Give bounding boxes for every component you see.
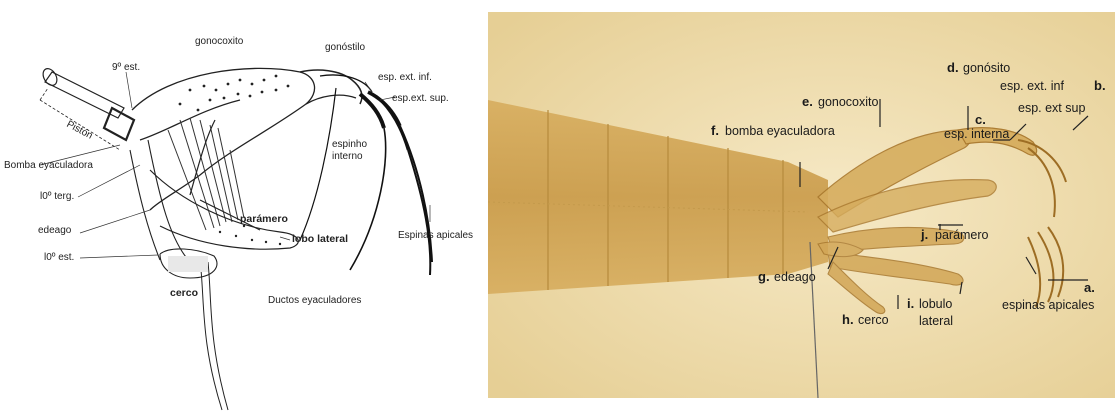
label-piston: Pistón — [65, 119, 95, 142]
label-lobo-lateral: lobo lateral — [292, 233, 348, 245]
label-c-text: esp. interna — [944, 127, 1009, 141]
bristles — [168, 118, 244, 230]
label-i-text-2: lateral — [919, 314, 953, 328]
label-edeago: edeago — [38, 225, 72, 236]
aedeagus-cercus-ducts — [130, 140, 228, 410]
cercus-texture — [168, 256, 208, 272]
paramere-and-lobe — [150, 120, 298, 249]
label-esp-ext-sup-right: esp. ext sup — [1018, 101, 1085, 115]
gonocoxite-setae-dots — [179, 75, 290, 112]
label-d-letter: d. — [947, 60, 959, 75]
label-h-letter: h. — [842, 312, 854, 327]
label-terg10: l0º terg. — [40, 191, 74, 202]
label-ductos: Ductos eyaculadores — [268, 295, 361, 306]
label-e-text: gonocoxito — [818, 95, 879, 109]
label-a-text: espinas apicales — [1002, 298, 1094, 312]
label-esp-ext-sup: esp.ext. sup. — [392, 93, 449, 104]
label-g-text: edeago — [774, 270, 816, 284]
micrograph-panel: d. gonósito b. esp. ext. inf esp. ext su… — [488, 12, 1115, 398]
label-bomba: Bomba eyaculadora — [4, 160, 93, 171]
genitalia-line-drawing: gonocoxito gonóstilo 9º est. esp. ext. i… — [0, 0, 482, 416]
label-e-letter: e. — [802, 94, 813, 109]
genitalia-micrograph: d. gonósito b. esp. ext. inf esp. ext su… — [488, 12, 1115, 398]
label-cerco: cerco — [170, 287, 198, 299]
label-g-letter: g. — [758, 269, 770, 284]
label-a-letter: a. — [1084, 280, 1095, 295]
line-drawing-panel: gonocoxito gonóstilo 9º est. esp. ext. i… — [0, 0, 482, 416]
gonocoxite-shape — [132, 68, 362, 210]
lobe-dots — [219, 225, 281, 245]
label-f-text: bomba eyaculadora — [725, 124, 835, 138]
label-gonocoxito: gonocoxito — [195, 36, 244, 47]
label-espinas-apicales: Espinas apicales — [398, 230, 473, 241]
label-i-text-1: lobulo — [919, 297, 952, 311]
label-gonostilo: gonóstilo — [325, 42, 365, 53]
label-paramero: parámero — [240, 213, 288, 225]
leader-lines-left — [40, 72, 430, 258]
label-j-text: parámero — [935, 228, 989, 242]
label-esp-ext-inf-right: esp. ext. inf — [1000, 79, 1064, 93]
label-esp-ext-inf: esp. ext. inf. — [378, 72, 432, 83]
label-d-text: gonósito — [963, 61, 1010, 75]
label-espinho-2: interno — [332, 151, 363, 162]
label-espinho-1: espinho — [332, 139, 367, 150]
label-h-text: cerco — [858, 313, 889, 327]
label-i-letter: i. — [907, 296, 914, 311]
label-est10: l0º est. — [44, 252, 74, 263]
label-f-letter: f. — [711, 123, 719, 138]
label-b-letter: b. — [1094, 78, 1106, 93]
label-est9: 9º est. — [112, 62, 140, 73]
label-c-letter: c. — [975, 112, 986, 127]
label-j-letter: j. — [920, 227, 928, 242]
